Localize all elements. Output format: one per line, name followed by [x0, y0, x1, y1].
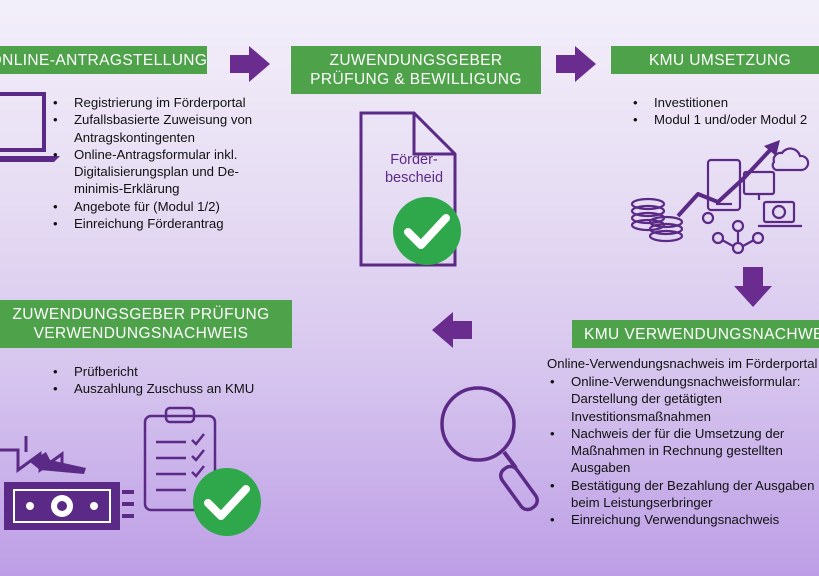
step5-title-line2: VERWENDUNGSNACHWEIS [33, 325, 249, 342]
step4-item: Nachweis der für die Umsetzung der Maßna… [547, 425, 819, 477]
step4-banner: KMU VERWENDUNGSNACHWEIS [572, 320, 819, 348]
step3-title: KMU UMSETZUNG [648, 51, 792, 69]
step4-title: KMU VERWENDUNGSNACHWEIS [584, 325, 819, 343]
step4-intro: Online-Verwendungsnachweis im Förderport… [547, 356, 818, 371]
step2-banner: ZUWENDUNGSGEBER PRÜFUNG & BEWILLIGUNG [291, 46, 541, 94]
step1-item: Einreichung Förderantrag [50, 215, 260, 233]
arrow-right-icon [230, 46, 270, 82]
step1-item: Online-Antragsformular inkl. Digitalisie… [50, 146, 260, 198]
step4-list: Online-Verwendungsnachweisformular: Dars… [547, 373, 819, 529]
step1-banner: ONLINE-ANTRAGSTELLUNG [0, 46, 207, 74]
step1-item: Zufallsbasierte Zuweisung von Antragskon… [50, 111, 260, 146]
arrow-right-icon [556, 46, 596, 82]
step2-title-line2: PRÜFUNG & BEWILLIGUNG [310, 71, 522, 88]
step5-title-line1: ZUWENDUNGSGEBER PRÜFUNG [12, 306, 270, 323]
step5-item: Auszahlung Zuschuss an KMU [50, 380, 290, 398]
laptop-icon [0, 92, 60, 162]
step5-list: Prüfbericht Auszahlung Zuschuss an KMU [50, 363, 290, 398]
document-icon [359, 111, 457, 267]
step3-item: Modul 1 und/oder Modul 2 [630, 111, 819, 129]
step1-item: Registrierung im Förderportal [50, 94, 260, 112]
clipboard-checklist-icon [143, 406, 217, 512]
arrow-left-icon [432, 312, 472, 348]
arrow-down-icon [734, 267, 772, 307]
step1-list: Registrierung im Förderportal Zufallsbas… [50, 94, 260, 233]
checkmark-icon [193, 468, 261, 536]
step4-item: Online-Verwendungsnachweisformular: Dars… [547, 373, 819, 425]
step5-banner: ZUWENDUNGSGEBER PRÜFUNG VERWENDUNGSNACHW… [0, 300, 292, 348]
factory-money-icon [0, 436, 134, 530]
step4-item: Bestätigung der Bezahlung der Ausgaben b… [547, 477, 819, 512]
investment-growth-icon [630, 140, 810, 255]
step1-item: Angebote für (Modul 1/2) [50, 198, 260, 216]
document-label: Förder- bescheid [374, 151, 454, 187]
document-label-line2: bescheid [384, 170, 444, 186]
checkmark-icon [393, 197, 461, 265]
step3-banner: KMU UMSETZUNG [611, 46, 819, 74]
step3-list: Investitionen Modul 1 und/oder Modul 2 [630, 94, 819, 129]
step5-item: Prüfbericht [50, 363, 290, 381]
magnifier-icon [440, 386, 539, 512]
step1-title: ONLINE-ANTRAGSTELLUNG [0, 51, 207, 69]
document-label-line1: Förder- [390, 152, 438, 168]
step2-title-line1: ZUWENDUNGSGEBER [329, 52, 503, 69]
step4-item: Einreichung Verwendungsnachweis [547, 511, 819, 529]
step3-item: Investitionen [630, 94, 819, 112]
